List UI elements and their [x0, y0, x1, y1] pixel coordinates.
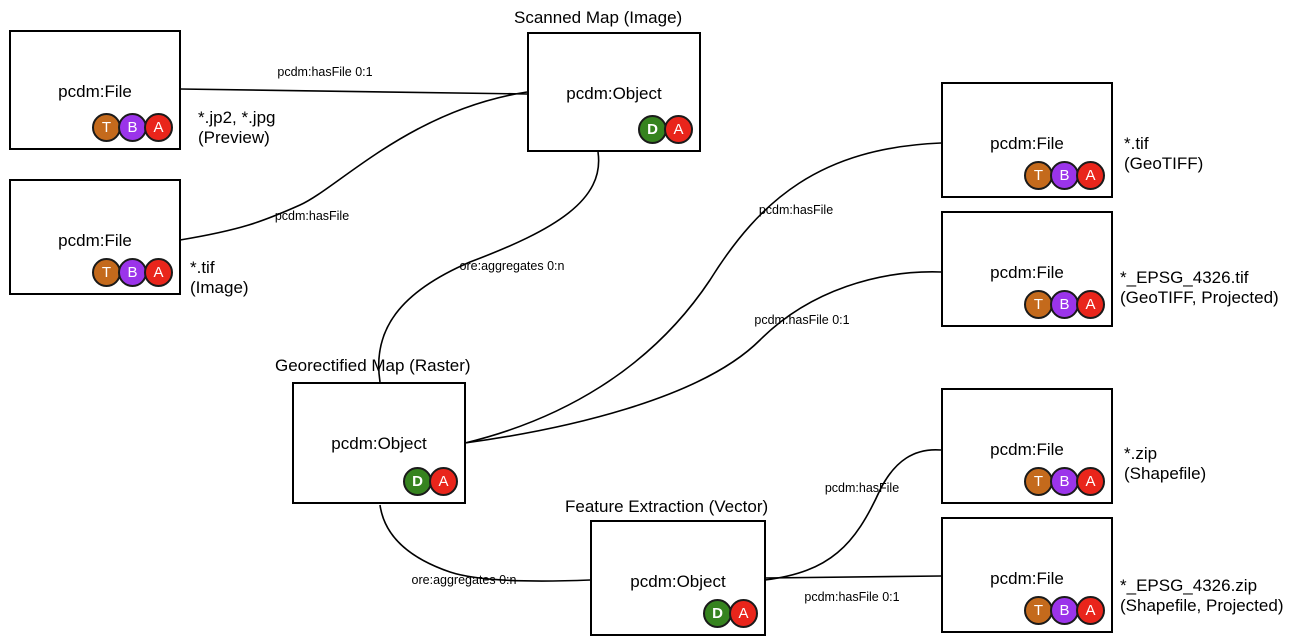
- georectified-map-node[interactable]: pcdm:Object D A: [292, 382, 466, 504]
- badge-b: B: [1050, 290, 1079, 319]
- node-type-label: pcdm:File: [58, 231, 132, 250]
- edge-feature-to-zip: [764, 449, 942, 581]
- feature-extraction-title: Feature Extraction (Vector): [565, 497, 769, 516]
- file-geotiff-projected-node[interactable]: pcdm:File T B A: [941, 211, 1113, 327]
- node-type-label: pcdm:Object: [630, 572, 726, 591]
- edge-label-geo-aggregates: ore:aggregates 0:n: [411, 573, 517, 587]
- badge-t: T: [92, 258, 121, 287]
- badge-t: T: [1024, 161, 1053, 190]
- badge-a: A: [1076, 467, 1105, 496]
- edge-label-scanned-aggregates: ore:aggregates 0:n: [459, 259, 565, 273]
- node-type-label: pcdm:File: [990, 263, 1064, 282]
- edge-feature-to-projected-zip: [764, 575, 942, 579]
- badge-a: A: [144, 258, 173, 287]
- badge-b: B: [118, 258, 147, 287]
- badge-t: T: [1024, 467, 1053, 496]
- badge-a: A: [144, 113, 173, 142]
- file-image-node[interactable]: pcdm:File T B A: [9, 179, 181, 295]
- feature-extraction-node[interactable]: pcdm:Object D A: [590, 520, 766, 636]
- node-type-label: pcdm:Object: [566, 84, 662, 103]
- badge-a: A: [1076, 290, 1105, 319]
- badge-b: B: [1050, 161, 1079, 190]
- file-zip-projected-node[interactable]: pcdm:File T B A: [941, 517, 1113, 633]
- badge-b: B: [1050, 467, 1079, 496]
- caption-line: (Preview): [198, 128, 270, 147]
- caption-line: *_EPSG_4326.zip: [1120, 576, 1258, 595]
- node-type-label: pcdm:File: [990, 134, 1064, 153]
- caption-line: (GeoTIFF): [1124, 154, 1204, 173]
- file-geotiff-caption: *.tif (GeoTIFF): [1124, 134, 1203, 174]
- badge-t: T: [92, 113, 121, 142]
- badge-b: B: [1050, 596, 1079, 625]
- caption-line: (Shapefile): [1124, 464, 1207, 483]
- badge-a: A: [1076, 596, 1105, 625]
- edge-preview-to-scanned: [179, 88, 528, 95]
- scanned-map-node[interactable]: pcdm:Object D A: [527, 32, 701, 152]
- caption-line: *.tif: [190, 258, 215, 277]
- edge-georectified-to-feature: [379, 504, 591, 582]
- file-image-caption: *.tif (Image): [190, 258, 249, 298]
- badge-group: D A: [638, 115, 693, 144]
- edge-image-to-scanned: [179, 91, 528, 241]
- badge-group: D A: [703, 599, 758, 628]
- badge-a: A: [429, 467, 458, 496]
- badge-group: D A: [403, 467, 458, 496]
- edge-georectified-to-geotiff: [464, 142, 942, 444]
- badge-group: T B A: [1024, 290, 1105, 319]
- badge-group: T B A: [1024, 467, 1105, 496]
- badge-b: B: [118, 113, 147, 142]
- badge-group: T B A: [1024, 161, 1105, 190]
- badge-a: A: [1076, 161, 1105, 190]
- caption-line: (GeoTIFF, Projected): [1120, 288, 1279, 307]
- caption-line: *.tif: [1124, 134, 1149, 153]
- badge-d: D: [403, 467, 432, 496]
- edge-georectified-to-projected-tif: [464, 271, 942, 444]
- badge-t: T: [1024, 290, 1053, 319]
- badge-a: A: [664, 115, 693, 144]
- edge-scanned-to-georectified: [377, 151, 600, 383]
- node-type-label: pcdm:File: [990, 440, 1064, 459]
- edge-label-image-hasfile: pcdm:hasFile: [274, 209, 350, 223]
- file-zip-caption: *.zip (Shapefile): [1124, 444, 1206, 484]
- file-zip-node[interactable]: pcdm:File T B A: [941, 388, 1113, 504]
- node-type-label: pcdm:File: [58, 82, 132, 101]
- badge-t: T: [1024, 596, 1053, 625]
- edge-label-zip-hasfile: pcdm:hasFile: [824, 481, 900, 495]
- edge-label-projected-tif-hasfile: pcdm:hasFile 0:1: [754, 313, 850, 327]
- badge-group: T B A: [1024, 596, 1105, 625]
- scanned-map-title: Scanned Map (Image): [514, 8, 683, 27]
- node-type-label: pcdm:Object: [331, 434, 427, 453]
- badge-a: A: [729, 599, 758, 628]
- edge-label-geotiff-hasfile: pcdm:hasFile: [758, 203, 834, 217]
- file-preview-node[interactable]: pcdm:File T B A: [9, 30, 181, 150]
- file-geotiff-node[interactable]: pcdm:File T B A: [941, 82, 1113, 198]
- file-preview-caption: *.jp2, *.jpg (Preview): [198, 108, 276, 148]
- caption-line: (Shapefile, Projected): [1120, 596, 1284, 615]
- caption-line: *.jp2, *.jpg: [198, 108, 276, 127]
- badge-group: T B A: [92, 258, 173, 287]
- caption-line: (Image): [190, 278, 249, 297]
- badge-d: D: [638, 115, 667, 144]
- file-geotiff-projected-caption: *_EPSG_4326.tif (GeoTIFF, Projected): [1120, 268, 1279, 308]
- node-type-label: pcdm:File: [990, 569, 1064, 588]
- caption-line: *_EPSG_4326.tif: [1120, 268, 1249, 287]
- badge-group: T B A: [92, 113, 173, 142]
- file-zip-projected-caption: *_EPSG_4326.zip (Shapefile, Projected): [1120, 576, 1283, 616]
- badge-d: D: [703, 599, 732, 628]
- caption-line: *.zip: [1124, 444, 1158, 463]
- georectified-map-title: Georectified Map (Raster): [275, 356, 471, 375]
- edge-label-preview-hasfile: pcdm:hasFile 0:1: [277, 65, 373, 79]
- edge-label-projected-zip-hasfile: pcdm:hasFile 0:1: [804, 590, 900, 604]
